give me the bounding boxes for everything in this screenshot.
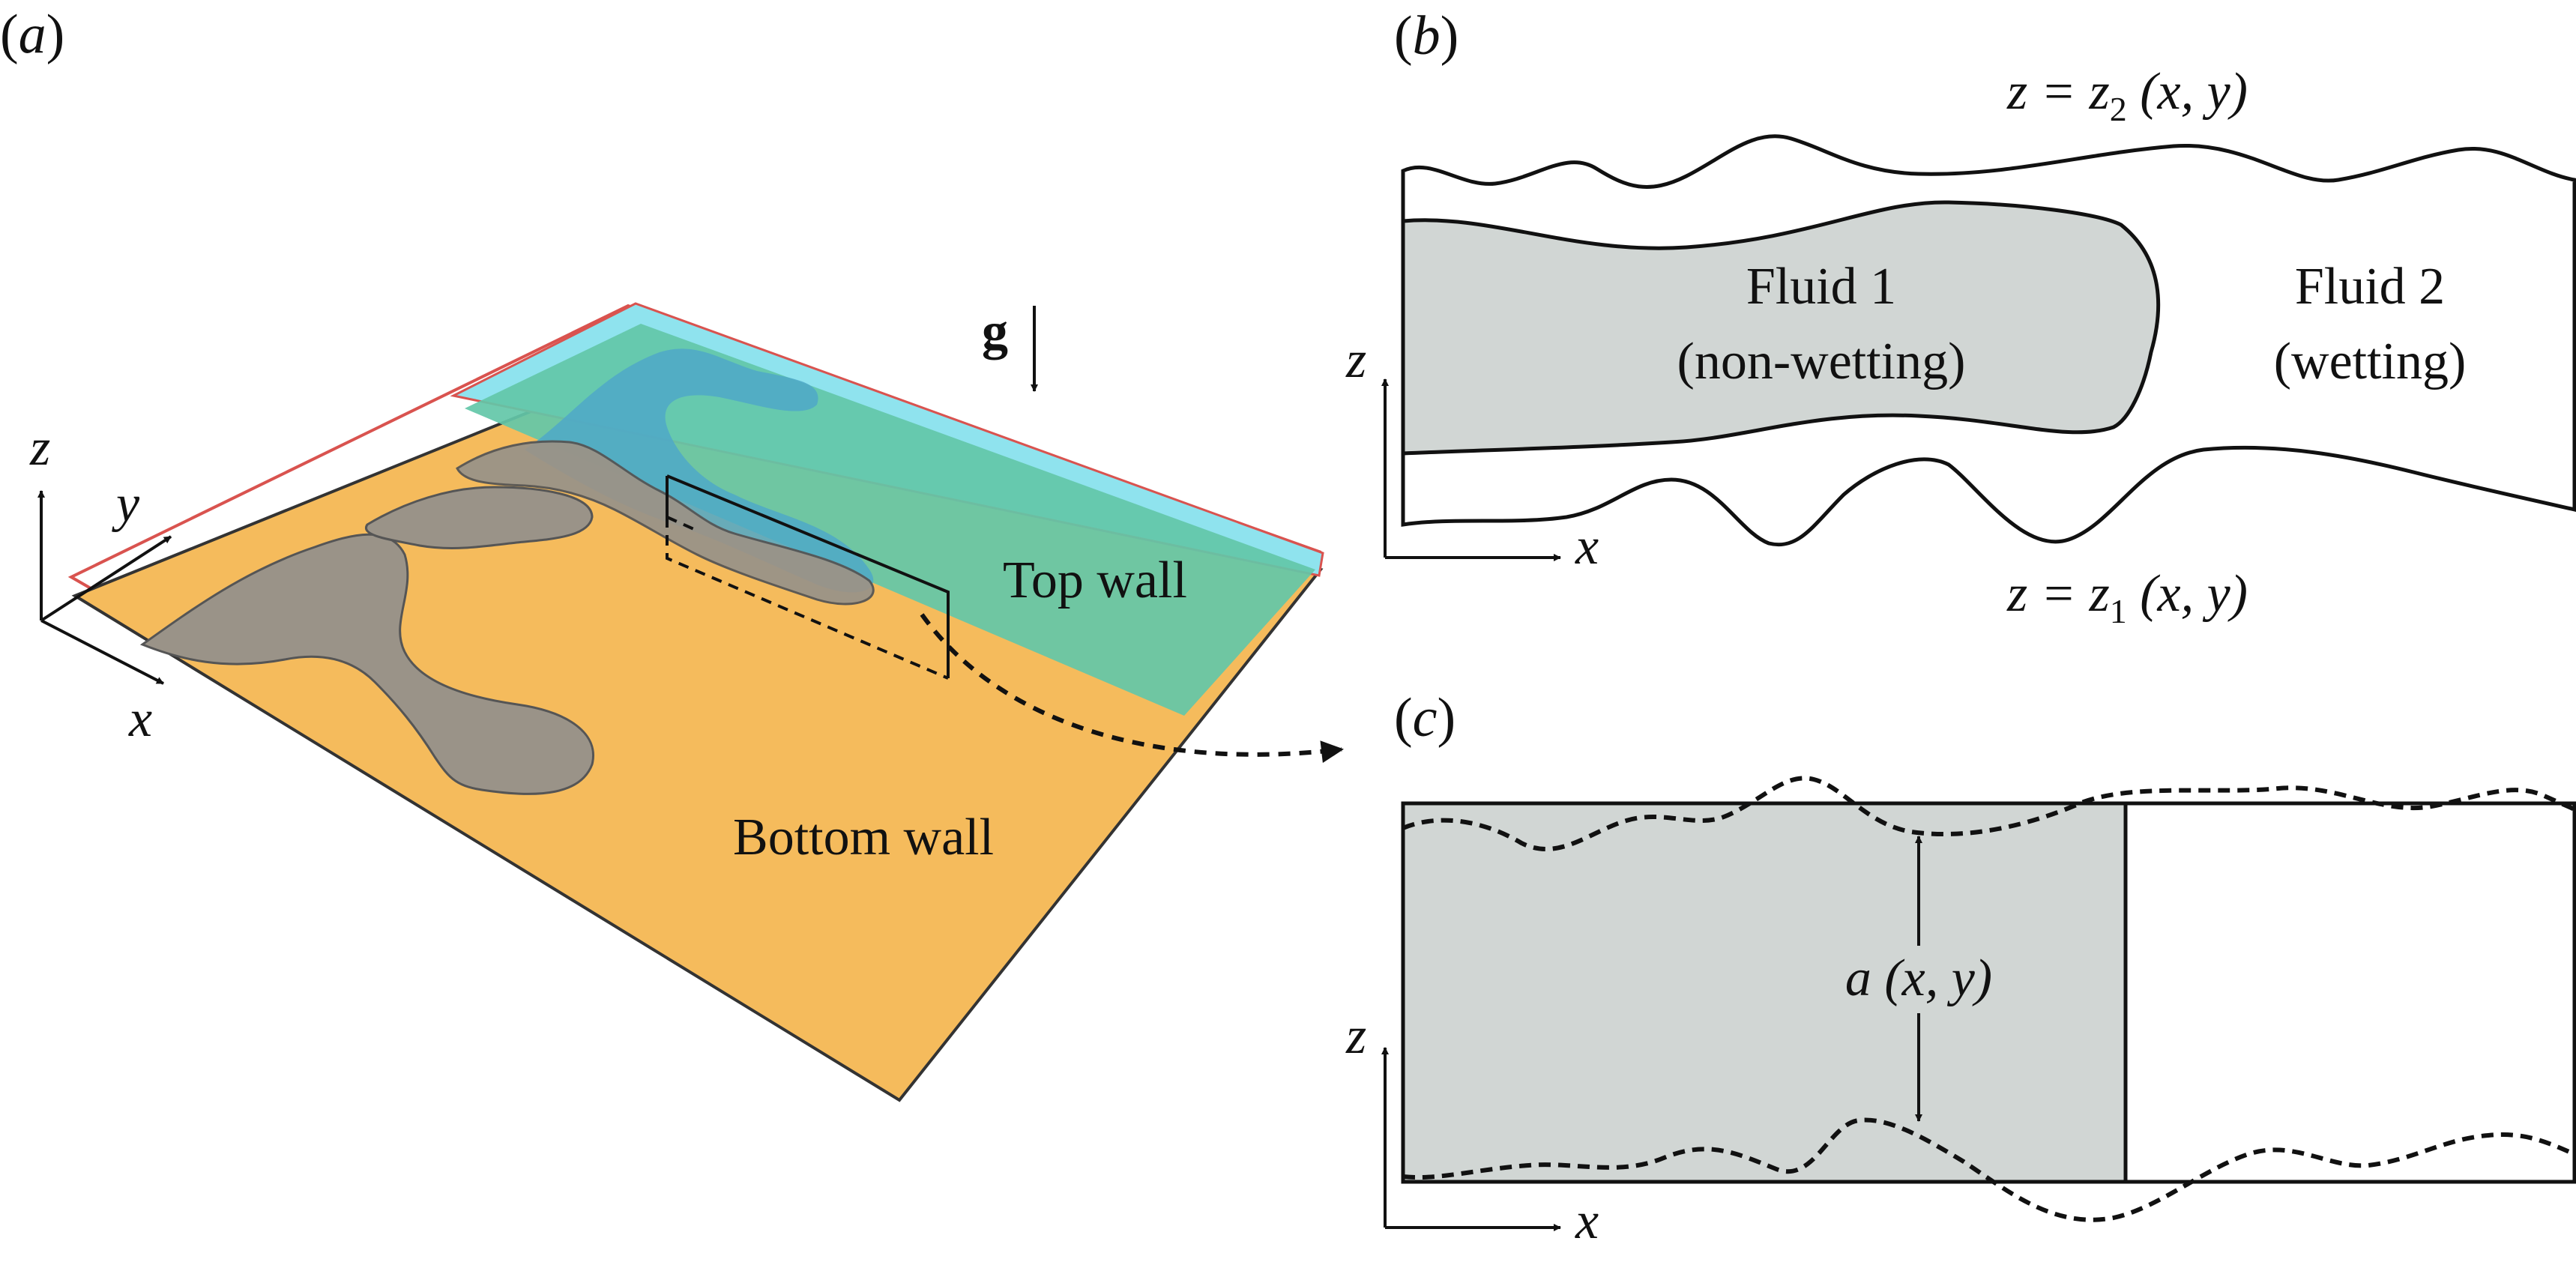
axis-b-x-label: x [1575,518,1599,576]
zoom-arrow [920,613,1344,763]
aperture-label: a (x, y) [1845,949,1992,1007]
fluid-gray-mid [364,486,594,549]
axis-a-x-label: x [128,690,152,748]
z2-surface-label: z = z2 (x, y) [2006,63,2248,128]
gravity-label: g [982,303,1008,360]
panel-a: (a) g z y x Top wall Bottom wall [0,4,1344,1102]
panel-b-label: (b) [1394,5,1459,67]
axis-a-z-label: z [29,419,50,477]
axis-a-y-label: y [112,475,140,533]
axis-a-x-arrow [40,619,164,685]
panel-b: (b) z = z2 (x, y) z = z1 (x, y) Fluid 1 … [1345,5,2576,630]
axis-c-x-label: x [1575,1192,1599,1250]
top-wall-label: Top wall [1003,552,1187,609]
axis-c-z-label: z [1345,1007,1366,1065]
fluid1-desc: (non-wetting) [1677,333,1966,390]
z1-surface-label: z = z1 (x, y) [2006,565,2248,630]
fluid1-name: Fluid 1 [1746,258,1896,316]
axis-b-z-label: z [1345,331,1366,389]
panel-c: (c) a (x, y) z x [1345,687,2576,1250]
fluid-blue-top [525,348,874,593]
panel-a-label: (a) [0,4,64,65]
panel-c-label: (c) [1394,687,1456,749]
fluid-gray-upper [456,440,875,606]
fluid2-desc: (wetting) [2274,333,2467,390]
selection-box-solid [666,474,950,678]
bottom-wall-label: Bottom wall [733,809,994,866]
fluid2-name: Fluid 2 [2295,258,2445,316]
fluid1-slab [1403,803,2126,1182]
parallel-plate-frame [1401,801,2576,1184]
fluid-gray-main [139,533,594,795]
lower-rough-wall [1402,1117,2576,1222]
selection-box-dashed [666,516,949,680]
fluid1-region [1401,200,2161,456]
upper-rough-wall [1402,776,2576,852]
top-wall-surface [465,324,1315,716]
axis-a-y-arrow [40,535,172,622]
